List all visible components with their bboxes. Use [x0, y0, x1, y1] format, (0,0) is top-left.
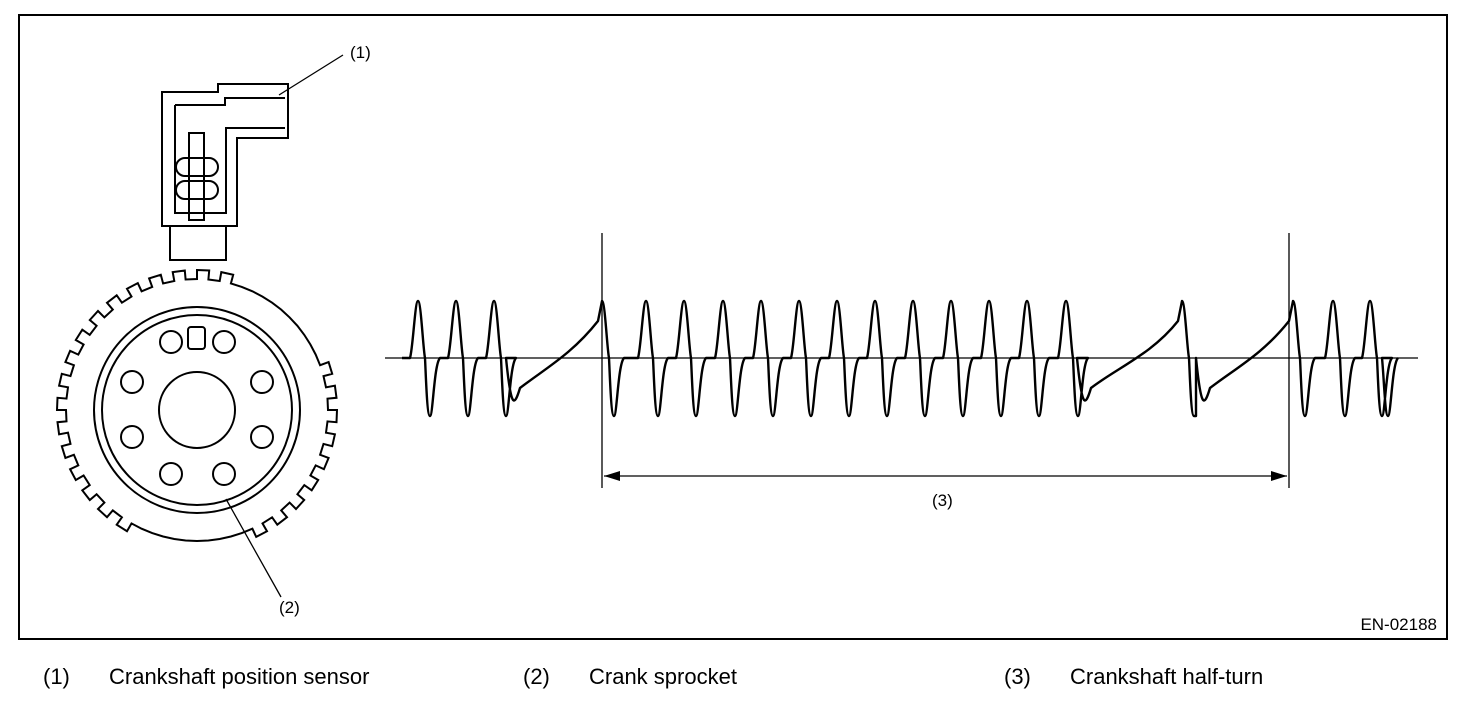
- crankshaft-position-sensor: [161, 83, 289, 261]
- crank-signal-waveform: [402, 299, 1400, 418]
- leader-lines: [225, 54, 344, 598]
- crank-sprocket: [55, 268, 339, 543]
- legend-text: Crankshaft half-turn: [1070, 664, 1264, 689]
- figure-id: EN-02188: [1360, 615, 1437, 634]
- legend-text: Crank sprocket: [589, 664, 737, 689]
- callout-half-turn: (3): [932, 491, 953, 510]
- legend: (1) Crankshaft position sensor (2) Crank…: [0, 660, 1472, 700]
- sprocket-teeth: [55, 268, 339, 543]
- legend-number: (1): [43, 664, 70, 689]
- legend-number: (2): [523, 664, 550, 689]
- half-turn-dimension: [601, 233, 1290, 488]
- legend-text: Crankshaft position sensor: [109, 664, 370, 689]
- callout-sprocket: (2): [279, 598, 300, 617]
- legend-number: (3): [1004, 664, 1031, 689]
- figure-frame: [18, 14, 1448, 640]
- diagram-figure: (1) (2) (3) EN-02188: [18, 14, 1448, 640]
- callout-sensor: (1): [350, 43, 371, 62]
